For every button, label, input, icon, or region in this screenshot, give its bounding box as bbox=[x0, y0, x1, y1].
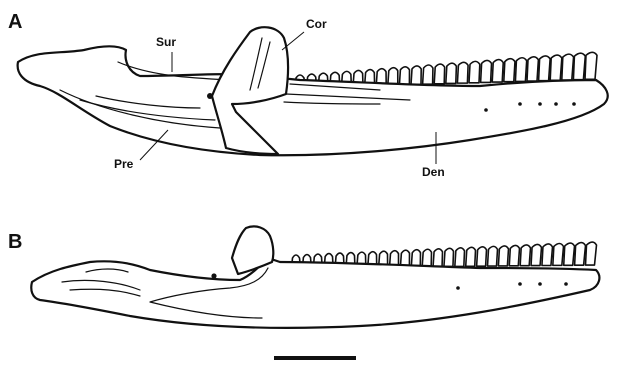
tooth bbox=[562, 54, 574, 80]
dentary-outline-b bbox=[31, 258, 599, 328]
tooth bbox=[446, 63, 457, 83]
panel-a-label: A bbox=[8, 11, 22, 33]
tooth bbox=[481, 60, 492, 82]
tooth bbox=[527, 57, 538, 81]
tooth bbox=[585, 52, 597, 79]
label-dentary: Den bbox=[422, 165, 445, 179]
tooth bbox=[434, 64, 444, 84]
tooth bbox=[586, 242, 597, 265]
tooth bbox=[553, 243, 564, 265]
label-surangular: Sur bbox=[156, 35, 176, 49]
tooth bbox=[466, 247, 476, 266]
tooth bbox=[542, 244, 553, 266]
tooth bbox=[477, 247, 487, 266]
tooth bbox=[411, 66, 421, 85]
tooth bbox=[573, 53, 585, 79]
label-prearticular: Pre bbox=[114, 157, 134, 171]
tooth bbox=[423, 65, 433, 84]
tooth bbox=[509, 245, 519, 265]
tooth bbox=[492, 60, 503, 83]
tooth bbox=[457, 62, 468, 83]
tooth bbox=[539, 56, 551, 81]
pore bbox=[518, 102, 522, 106]
tooth bbox=[455, 248, 465, 267]
foramen-b bbox=[211, 273, 216, 278]
tooth bbox=[399, 67, 409, 85]
tooth bbox=[575, 243, 586, 266]
pore bbox=[572, 102, 576, 106]
tooth bbox=[564, 243, 575, 265]
pore bbox=[538, 282, 542, 286]
tooth bbox=[422, 249, 431, 266]
panel-b: B bbox=[8, 226, 599, 327]
pore bbox=[518, 282, 522, 286]
tooth bbox=[469, 61, 480, 82]
tooth bbox=[411, 250, 420, 267]
pore bbox=[564, 282, 568, 286]
tooth bbox=[444, 248, 454, 266]
tooth bbox=[531, 244, 541, 265]
tooth bbox=[498, 246, 508, 266]
pore bbox=[554, 102, 558, 106]
tooth bbox=[550, 55, 562, 80]
tooth bbox=[488, 246, 498, 266]
pore bbox=[456, 286, 460, 290]
tooth bbox=[433, 249, 442, 267]
panel-a: A Sur Cor Pre Den bbox=[8, 11, 608, 179]
pore bbox=[538, 102, 542, 106]
coronoid-foramen bbox=[207, 93, 213, 99]
pore bbox=[484, 108, 488, 112]
panel-b-label: B bbox=[8, 231, 22, 253]
tooth bbox=[515, 58, 526, 82]
tooth bbox=[520, 245, 530, 266]
tooth bbox=[504, 59, 515, 82]
label-coronoid: Cor bbox=[306, 17, 327, 31]
